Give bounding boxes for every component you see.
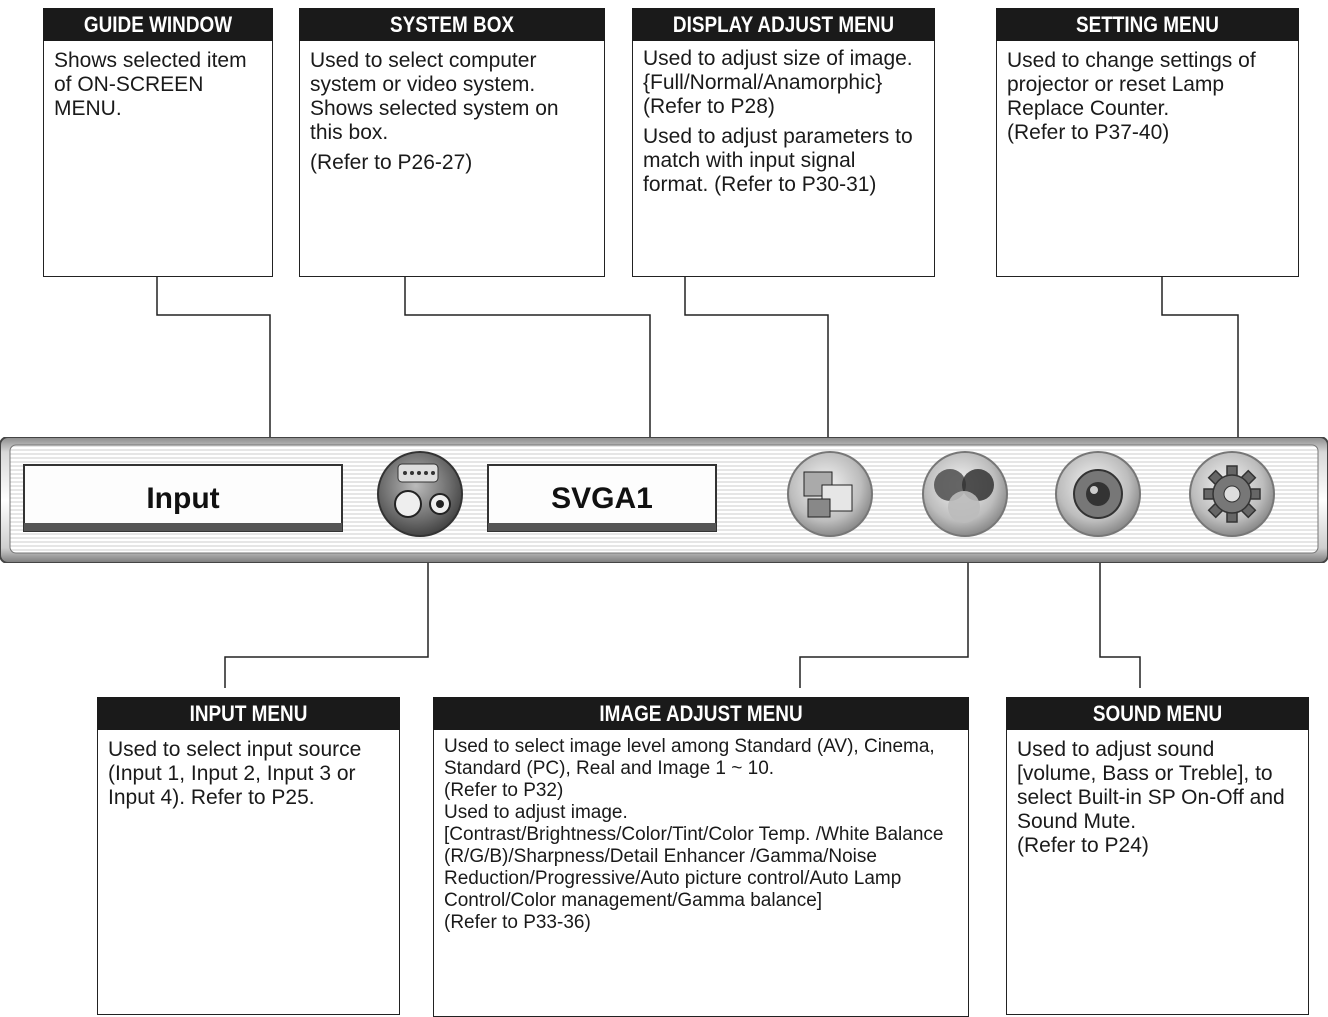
guide-window-text: Input [146,482,220,515]
on-screen-menu-bar [0,437,1328,563]
setting-menu-desc: Used to change settings of projector or … [1007,49,1256,120]
system-box-connector [404,277,651,470]
input-connector-icon[interactable] [377,451,463,537]
image-adjust-callout: IMAGE ADJUST MENU Used to select image l… [433,697,969,1017]
display-adjust-desc-1: Used to adjust size of image. [643,47,913,70]
setting-menu-connector [1161,277,1239,470]
image-adjust-icon[interactable] [922,451,1008,537]
guide-window-title: GUIDE WINDOW [59,8,257,41]
system-box-text: SVGA1 [551,482,653,515]
image-adjust-connector [799,520,969,688]
guide-window-connector [156,277,271,470]
setting-menu-ref: (Refer to P37-40) [1007,121,1170,144]
sound-menu-ref: (Refer to P24) [1017,834,1149,857]
image-adjust-ref-1: (Refer to P32) [444,780,564,801]
system-box [487,464,717,532]
image-adjust-ref-2: (Refer to P33-36) [444,912,591,933]
setting-menu-callout: SETTING MENU Used to change settings of … [996,8,1299,277]
display-adjust-title: DISPLAY ADJUST MENU [653,8,914,41]
input-menu-title: INPUT MENU [118,697,379,730]
system-box-callout: SYSTEM BOX Used to select computer syste… [299,8,605,277]
system-box-ref: (Refer to P26-27) [310,151,473,174]
image-adjust-desc-2: Used to adjust image. [444,802,628,823]
input-menu-connector [224,520,429,688]
display-adjust-callout: DISPLAY ADJUST MENU Used to adjust size … [632,8,935,277]
image-adjust-desc-1: Used to select image level among Standar… [444,736,935,779]
system-box-title: SYSTEM BOX [320,8,584,41]
image-adjust-params: [Contrast/Brightness/Color/Tint/Color Te… [444,824,944,911]
guide-window-desc: Shows selected item of ON-SCREEN MENU. [54,49,247,120]
input-menu-callout: INPUT MENU Used to select input source (… [97,697,400,1015]
input-menu-desc: Used to select input source (Input 1, In… [108,738,362,809]
display-adjust-desc-2: Used to adjust parameters to match with … [643,125,913,196]
display-adjust-icon[interactable] [787,451,873,537]
image-adjust-title: IMAGE ADJUST MENU [470,697,932,730]
sound-menu-connector [1099,520,1141,688]
sound-menu-desc: Used to adjust sound [volume, Bass or Tr… [1017,738,1285,833]
display-adjust-ref-1: (Refer to P28) [643,95,775,118]
setting-gear-icon[interactable] [1189,451,1275,537]
display-adjust-connector [684,277,829,470]
system-box-desc: Used to select computer system or video … [310,49,559,144]
guide-window-callout: GUIDE WINDOW Shows selected item of ON-S… [43,8,273,277]
sound-icon[interactable] [1055,451,1141,537]
sound-menu-callout: SOUND MENU Used to adjust sound [volume,… [1006,697,1309,1015]
setting-menu-title: SETTING MENU [1017,8,1278,41]
guide-window-box [23,464,343,532]
display-adjust-options: {Full/Normal/Anamorphic} [643,71,883,94]
sound-menu-title: SOUND MENU [1027,697,1288,730]
